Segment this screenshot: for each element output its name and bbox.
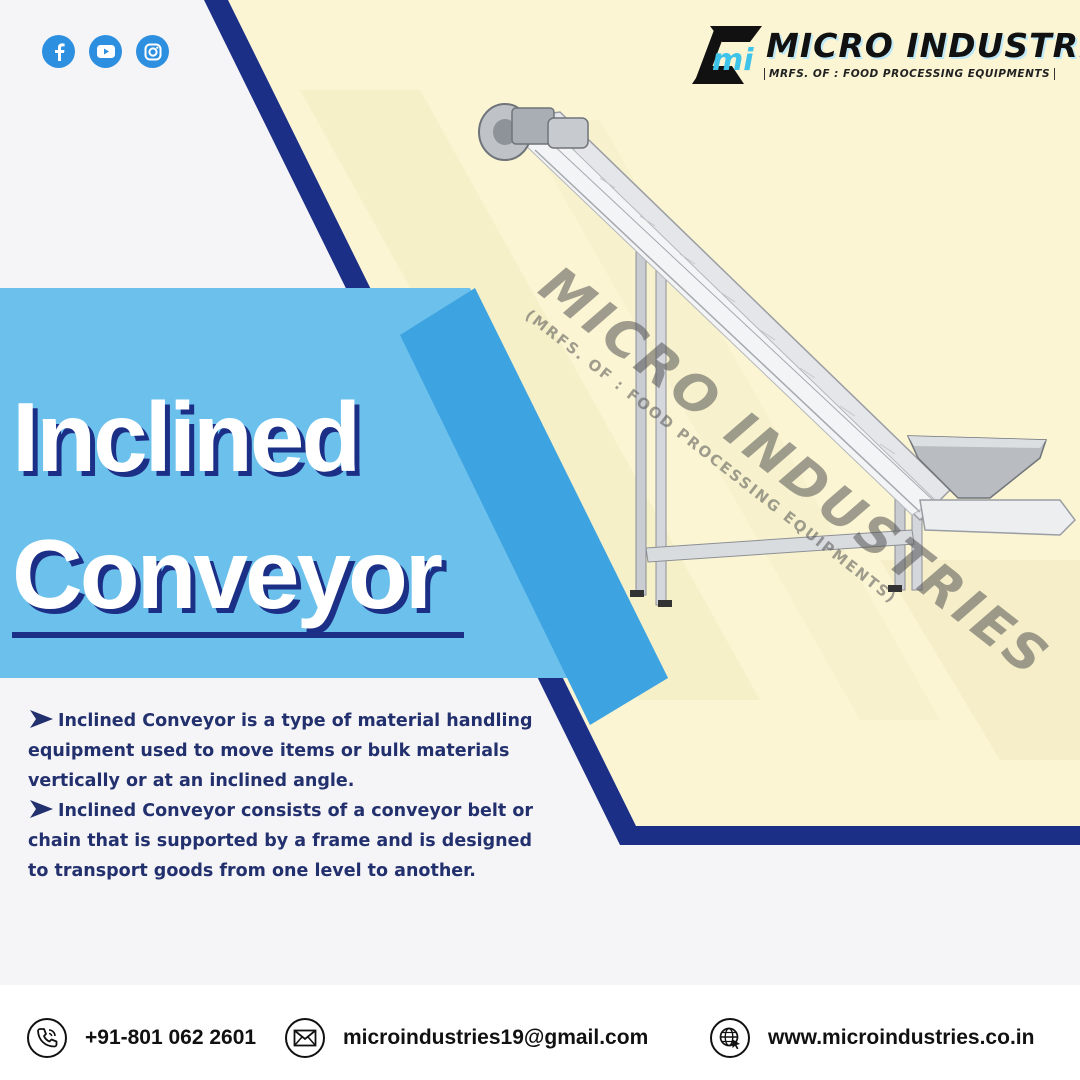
brand-tagline: MRFS. OF : FOOD PROCESSING EQUIPMENTS	[764, 68, 1056, 80]
mail-icon	[285, 1018, 325, 1058]
title-underline	[12, 632, 464, 638]
description: Inclined Conveyor is a type of material …	[28, 706, 548, 886]
brand-name: MICRO INDUSTRIES	[766, 26, 1080, 65]
logo-mark-icon: mi	[692, 26, 762, 84]
description-point-1-text: Inclined Conveyor is a type of material …	[28, 711, 533, 791]
arrow-right-icon	[30, 710, 53, 728]
description-point-2: Inclined Conveyor consists of a conveyor…	[28, 796, 548, 886]
title-line-2: Conveyor	[12, 519, 443, 629]
cream-panel	[228, 0, 1080, 826]
facebook-icon[interactable]	[42, 35, 75, 68]
arrow-right-icon	[30, 800, 53, 818]
email-address: microindustries19@gmail.com	[343, 1026, 649, 1049]
title-line-1: Inclined	[12, 382, 361, 492]
social-links	[42, 35, 169, 68]
contact-email[interactable]: microindustries19@gmail.com	[285, 1018, 648, 1058]
brand-logo: mi MICRO INDUSTRIES MRFS. OF : FOOD PROC…	[688, 22, 1080, 88]
contact-website[interactable]: www.microindustries.co.in	[710, 1018, 1034, 1058]
conveyor-illustration	[478, 103, 1076, 607]
mid-blue-panel	[400, 288, 668, 725]
svg-text:mi: mi	[712, 43, 754, 78]
globe-icon	[710, 1018, 750, 1058]
phone-icon	[27, 1018, 67, 1058]
website-url: www.microindustries.co.in	[768, 1026, 1035, 1049]
description-point-2-text: Inclined Conveyor consists of a conveyor…	[28, 801, 534, 881]
description-point-1: Inclined Conveyor is a type of material …	[28, 706, 548, 796]
youtube-icon[interactable]	[89, 35, 122, 68]
contact-phone[interactable]: +91-801 062 2601	[27, 1018, 256, 1058]
instagram-icon[interactable]	[136, 35, 169, 68]
contact-footer: +91-801 062 2601 microindustries19@gmail…	[0, 985, 1080, 1080]
phone-number: +91-801 062 2601	[85, 1026, 257, 1049]
